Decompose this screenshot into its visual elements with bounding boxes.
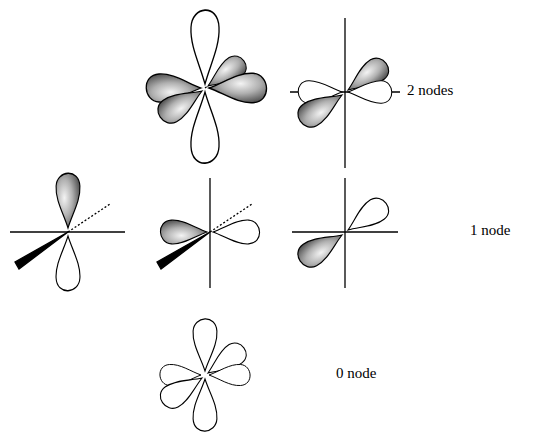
orbital-figure [157,178,260,288]
shaded-lobe [160,220,207,244]
white-lobe [191,92,219,163]
node-count-label: 2 nodes [405,82,455,99]
white-lobe [193,319,217,371]
white-lobe [191,10,219,84]
white-lobe [341,194,393,240]
orbital-figure [290,18,400,168]
shaded-lobe [209,73,266,103]
white-lobe [348,81,392,104]
shaded-lobe [56,173,80,228]
shaded-lobe [293,224,348,272]
white-lobe [209,364,250,385]
orbital-figure [292,178,398,288]
white-lobe [193,379,217,431]
shaded-lobe [153,80,208,128]
axis-line [344,18,345,168]
white-lobe [56,236,80,291]
orbital-figure [10,173,125,291]
white-lobe [213,220,260,244]
white-lobe [156,368,208,413]
axis-line [292,231,398,232]
shaded-lobe [293,84,348,132]
orbital-figure [156,319,250,431]
node-count-label: 1 node [468,222,512,239]
orbital-figure [146,10,266,163]
axis-line [344,178,345,288]
node-count-label: 0 node [334,365,378,382]
